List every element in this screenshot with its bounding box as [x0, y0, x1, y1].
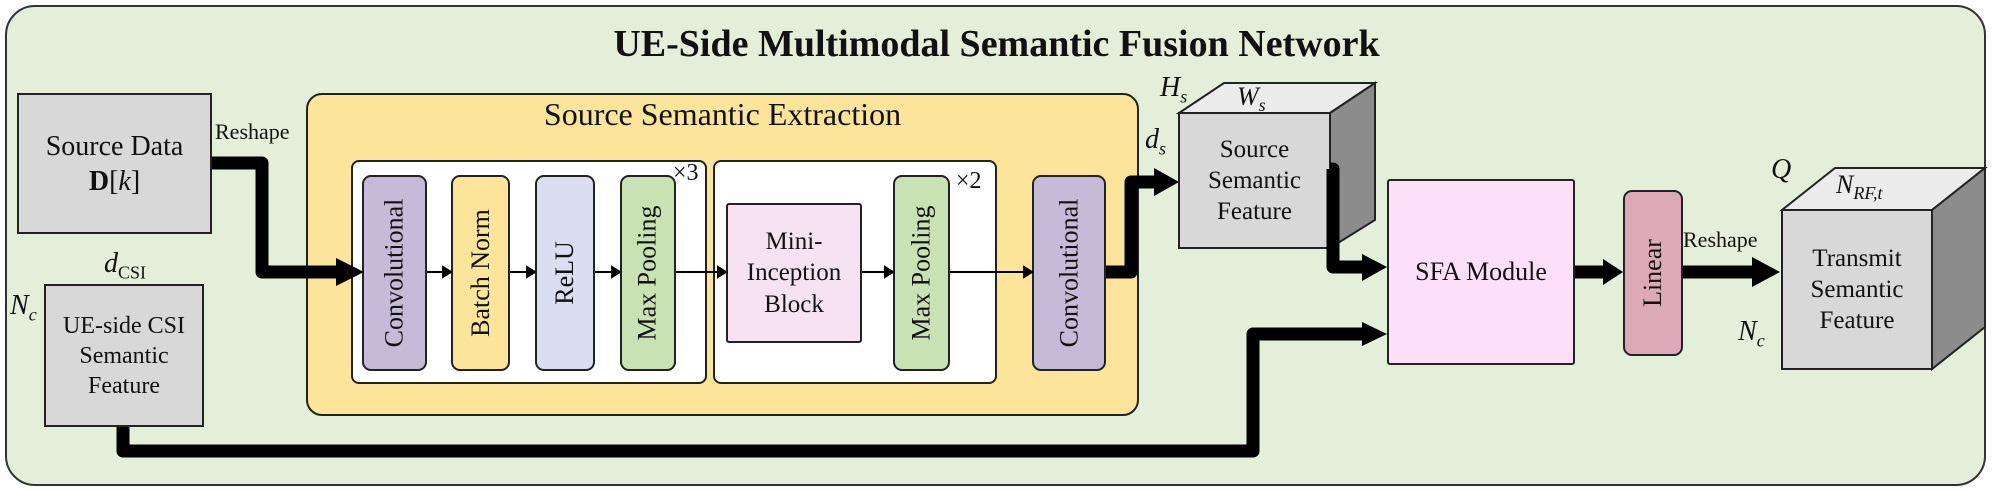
reshape-label-2: Reshape: [1683, 227, 1758, 252]
source-feature-label: Source Semantic Feature: [1207, 135, 1302, 226]
csi-dim-top: dCSI: [104, 248, 147, 283]
arrowhead-1: [336, 258, 364, 286]
linear-block: Linear: [1623, 190, 1683, 356]
arrowhead-6: [1752, 257, 1780, 287]
transmit-n-c: Nc: [1738, 316, 1765, 351]
source-data-box: Source Data D[k]: [17, 93, 212, 234]
arrow-feature-to-sfa: [1326, 162, 1362, 274]
csi-dim-left: Nc: [10, 290, 37, 325]
relu-block: ReLU: [535, 175, 595, 371]
transmit-q: Q: [1771, 154, 1792, 185]
source-cube-front: [1178, 112, 1331, 249]
transmit-cube-front: [1781, 209, 1933, 370]
arrow-csi-to-sfa: [116, 327, 1362, 458]
transmit-feature-label: Transmit Semantic Feature: [1810, 244, 1904, 335]
arrowhead-4: [1362, 322, 1387, 346]
reshape-label-1: Reshape: [215, 119, 290, 144]
arrowhead-5: [1603, 259, 1623, 285]
conv-block-1: Convolutional: [362, 175, 427, 371]
source-feature-w: Ws: [1237, 82, 1266, 116]
repeat-label-x3: ×3: [673, 160, 699, 186]
arrow-source-to-conv: [212, 156, 336, 279]
arrowhead-3: [1362, 254, 1387, 281]
arrowhead-2: [1154, 168, 1179, 196]
diagram-title: UE-Side Multimodal Semantic Fusion Netwo…: [613, 23, 1380, 65]
source-data-symbol: D[k]: [88, 165, 141, 197]
sfa-module-box: SFA Module: [1387, 179, 1575, 365]
transmit-n-rf: NRF,t: [1836, 170, 1883, 204]
max-pooling-block-1: Max Pooling: [620, 175, 676, 371]
max-pooling-block-2: Max Pooling: [893, 175, 950, 371]
conv-block-final: Convolutional: [1032, 175, 1106, 371]
mini-inception-block: Mini-Inception Block: [726, 203, 862, 343]
source-data-label: Source Data: [45, 130, 184, 162]
source-feature-h: Hs: [1160, 72, 1188, 107]
source-feature-d: ds: [1145, 124, 1167, 159]
arrow-conv-to-feature: [1106, 175, 1154, 279]
extraction-title: Source Semantic Extraction: [543, 96, 902, 132]
csi-feature-box: UE-side CSI Semantic Feature: [44, 284, 204, 427]
batch-norm-block: Batch Norm: [451, 175, 510, 371]
repeat-label-x2: ×2: [956, 168, 982, 194]
